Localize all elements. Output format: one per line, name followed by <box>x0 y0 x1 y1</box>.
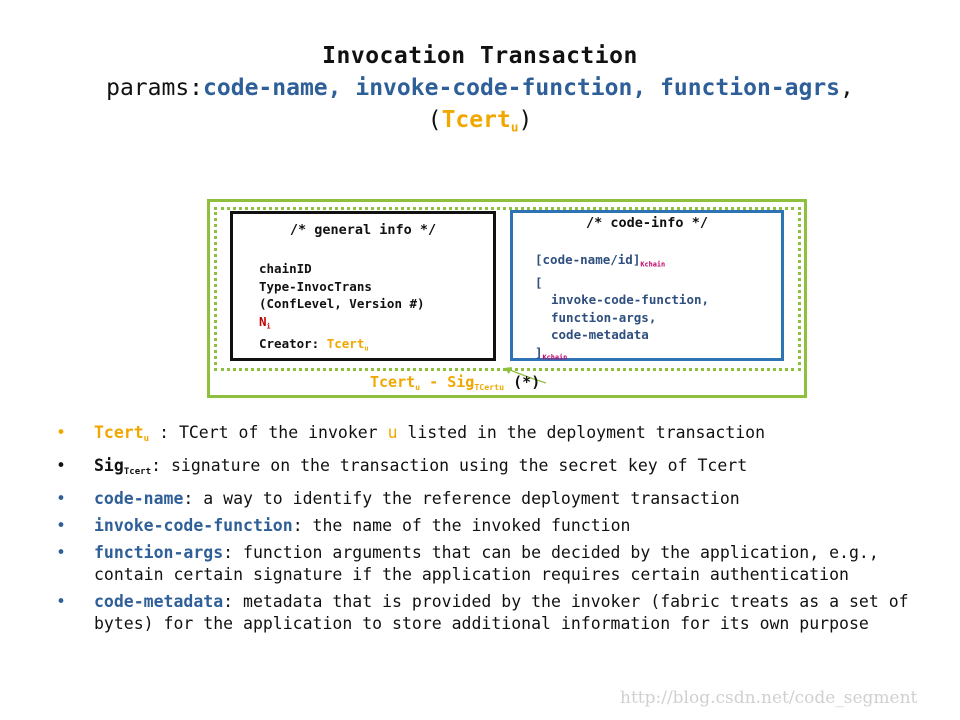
term-function-args: function-args <box>94 543 224 563</box>
definition-text: : signature on the transaction using the… <box>151 456 748 476</box>
bullet-icon: • <box>56 516 66 536</box>
code-info-open-bracket: [ <box>535 274 543 290</box>
definition-function-args: • function-args: function arguments that … <box>56 542 916 586</box>
bullet-icon: • <box>56 543 66 563</box>
code-name-id: [code-name/id] <box>535 252 641 267</box>
code-info-item-metadata: code-metadata <box>551 327 649 343</box>
general-info-line-chainid: chainID <box>259 261 312 276</box>
params-separator: , <box>632 75 661 101</box>
definition-code-name: • code-name: a way to identify the refere… <box>56 488 916 510</box>
definition-text: : the name of the invoked function <box>292 516 631 536</box>
code-name-id-sub: Kchain <box>640 260 666 269</box>
sig-dash: - <box>420 373 448 391</box>
general-info-line-type: Type-InvocTrans <box>259 278 372 294</box>
definition-sig: • SigTcert: signature on the transaction … <box>56 455 916 483</box>
sig-label: Sig <box>447 373 475 391</box>
code-info-close: ]Kchain <box>535 344 709 367</box>
term-tcert: Tcert <box>94 423 144 442</box>
code-info-item-invoke: invoke-code-function, <box>551 292 710 308</box>
sig-tcert-sub: u <box>415 381 421 392</box>
param-function-agrs: function-agrs <box>660 75 841 101</box>
code-info-close-bracket: ] <box>535 344 543 360</box>
sig-label-sub: TCertu <box>474 381 505 392</box>
definition-text: : metadata that is provided by the invok… <box>94 592 909 634</box>
definition-invoke-code-function: • invoke-code-function: the name of the i… <box>56 515 916 537</box>
code-info-item-args: function-args, <box>551 309 657 325</box>
term-invoke-code-function: invoke-code-function <box>94 516 293 536</box>
params-tcert-open: ( <box>427 107 442 133</box>
code-info-lines: [code-name/id]Kchain [ invoke-code-funct… <box>535 251 709 367</box>
general-info-creator: Creator: Tcertu <box>259 335 425 358</box>
term-tcert-sub: u <box>143 434 150 445</box>
term-sig-sub: Tcert <box>123 467 152 478</box>
nonce-sub: i <box>266 321 271 330</box>
definition-text: : function arguments that can be decided… <box>94 543 879 585</box>
transaction-outer-box <box>207 199 807 398</box>
params-separator: , <box>327 75 356 101</box>
bullet-icon: • <box>56 489 66 509</box>
code-info-header: /* code-info */ <box>586 215 708 231</box>
params-prefix: params: <box>106 75 204 101</box>
sig-tcert: Tcert <box>370 373 416 391</box>
code-info-first: [code-name/id]Kchain <box>535 251 709 274</box>
definition-text: listed in the deployment transaction <box>397 423 766 442</box>
creator-label: Creator: <box>259 336 327 352</box>
general-info-lines: chainID Type-InvocTrans (ConfLevel, Vers… <box>259 260 425 358</box>
params-tcert: Tcert <box>441 107 511 133</box>
params-tcert-line: (Tcertu) <box>0 104 960 143</box>
definition-text: : TCert of the invoker <box>149 423 388 442</box>
term-code-metadata: code-metadata <box>94 592 224 612</box>
signature-arrow-icon <box>504 367 547 384</box>
params-tcert-close: ) <box>518 107 533 133</box>
bullet-icon: • <box>56 456 66 476</box>
params-tcert-sub: u <box>510 119 519 135</box>
invoker-u: u <box>387 423 398 442</box>
definition-text: : a way to identify the reference deploy… <box>183 489 740 509</box>
bullet-icon: • <box>56 423 66 442</box>
code-info-close-sub: Kchain <box>542 353 568 362</box>
code-info-box: /* code-info */ [code-name/id]Kchain [ i… <box>510 210 784 361</box>
definition-code-metadata: • code-metadata: metadata that is provide… <box>56 591 916 635</box>
creator-value: Tcert <box>326 336 365 352</box>
param-invoke-code-function: invoke-code-function <box>355 75 633 101</box>
general-info-box: /* general info */ chainID Type-InvocTra… <box>230 211 496 361</box>
general-info-line-conflevel: (ConfLevel, Version #) <box>259 296 425 311</box>
general-info-header: /* general info */ <box>289 222 437 238</box>
sig-star: (*) <box>504 373 541 391</box>
param-code-name: code-name <box>203 75 328 101</box>
bullet-icon: • <box>56 592 66 612</box>
creator-sub: u <box>364 344 369 353</box>
term-sig: Sig <box>94 456 124 476</box>
term-code-name: code-name <box>94 489 184 509</box>
page-title: Invocation Transaction <box>322 43 638 69</box>
title-block: Invocation Transaction params:code-name,… <box>0 40 960 143</box>
signature-line: Tcertu - SigTCertu (*) <box>370 373 540 392</box>
params-line: params:code-name, invoke-code-function, … <box>0 72 960 104</box>
general-info-nonce: Ni <box>259 313 425 336</box>
definition-tcert: •Tcertu : TCert of the invoker u listed … <box>56 422 916 450</box>
definitions-list: •Tcertu : TCert of the invoker u listed … <box>56 422 916 640</box>
nonce-label: N <box>259 313 267 329</box>
watermark: http://blog.csdn.net/code_segment <box>620 688 918 708</box>
params-separator: , <box>840 75 854 101</box>
